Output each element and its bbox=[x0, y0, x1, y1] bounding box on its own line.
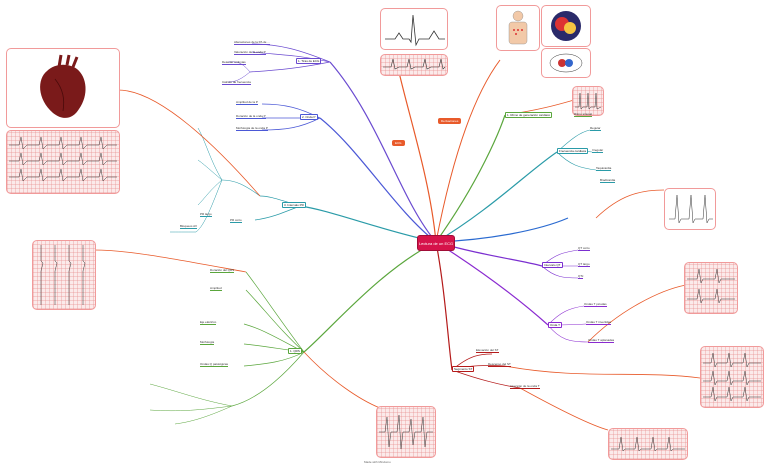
branch-b5-child[interactable]: Inversión de la onda T bbox=[510, 384, 540, 389]
ecg-right-2-card bbox=[700, 346, 764, 408]
branch-b9-child[interactable]: QT corto bbox=[578, 246, 590, 251]
heart-anatomy-card bbox=[6, 48, 120, 128]
ecg-small-card bbox=[572, 86, 604, 116]
branch-b7-label[interactable]: 1. Ritmo de generación cardiaco bbox=[505, 112, 553, 118]
branch-b4-child[interactable]: Duración del QRS bbox=[210, 268, 235, 273]
branch-b5-child[interactable]: Descenso del ST bbox=[488, 362, 511, 367]
ecg-right-1-card bbox=[684, 262, 738, 314]
footer-credit: Made with Mindomo bbox=[364, 460, 391, 464]
branch-b6-label[interactable]: Onda T bbox=[548, 322, 562, 328]
pqrst-wave-icon bbox=[385, 14, 445, 47]
branch-b6-child[interactable]: Ondas T picudas bbox=[584, 302, 607, 307]
branch-b9-child[interactable]: QT largo bbox=[578, 262, 590, 267]
branch-b2-child[interactable]: Duración de la onda P bbox=[236, 114, 266, 119]
ecg-strip-top bbox=[380, 54, 448, 76]
branch-b8-child[interactable]: Bradicardia bbox=[600, 178, 616, 183]
branch-b6-child[interactable]: Ondas T aplanadas bbox=[588, 338, 615, 343]
ecg-waveform-card bbox=[664, 188, 716, 230]
heart-conduction-image bbox=[541, 5, 591, 47]
branch-b8-child[interactable]: Irregular bbox=[592, 148, 604, 153]
branch-b3-label[interactable]: 3. Intervalo PR bbox=[282, 202, 306, 208]
branch-b1-child[interactable]: Alteraciones de la PA de ... bbox=[234, 40, 270, 45]
branch-b4-child[interactable]: Morfología bbox=[200, 340, 215, 345]
marker-chip-left[interactable]: ECG bbox=[392, 140, 405, 146]
branch-b7-child[interactable]: Ritmo sinusal bbox=[574, 112, 593, 117]
branch-b3-child[interactable]: PR largo bbox=[200, 212, 212, 217]
branch-b4-child[interactable]: Ondas Q patológicas bbox=[200, 362, 229, 367]
branch-b3-child[interactable]: Bloqueos AV bbox=[180, 224, 197, 229]
branch-b4-child[interactable]: Amplitud bbox=[210, 286, 222, 291]
marker-chip-right[interactable]: Derivaciones bbox=[438, 118, 462, 124]
ecg-bottom-card bbox=[376, 406, 436, 458]
branch-b2-label[interactable]: 2. Onda P bbox=[300, 114, 318, 120]
branch-b4-label[interactable]: 1. QRS bbox=[288, 348, 302, 354]
branch-b1-child[interactable]: Detectar arritmias bbox=[222, 60, 246, 65]
heart-icon bbox=[40, 54, 86, 118]
wave-diagram-card bbox=[380, 8, 448, 50]
ecg-bottom-right-card bbox=[608, 428, 688, 460]
branch-b3-child[interactable]: PR corto bbox=[230, 218, 242, 223]
branch-b2-child[interactable]: Morfología de la onda P bbox=[236, 126, 268, 131]
branch-b8-child[interactable]: Taquicardia bbox=[596, 166, 612, 171]
branch-b1-child[interactable]: Valoración de la onda P bbox=[234, 50, 266, 55]
branch-b1-child[interactable]: Cálculo de frecuencia bbox=[222, 80, 251, 85]
ecg-12lead-card bbox=[6, 130, 120, 194]
branch-b4-child[interactable]: Eje eléctrico bbox=[200, 320, 217, 325]
branch-b1-label[interactable]: 1. Tiras de ECG bbox=[296, 58, 322, 64]
branch-b9-label[interactable]: Intervalo QT bbox=[542, 262, 563, 268]
leads-diagram-image bbox=[541, 48, 591, 78]
torso-image bbox=[496, 5, 540, 51]
ecg-leads-card bbox=[32, 240, 96, 310]
branch-b8-child[interactable]: Regular bbox=[590, 126, 601, 131]
central-topic[interactable]: Lectura de un ECG bbox=[418, 236, 454, 250]
branch-b6-child[interactable]: Ondas T invertidas bbox=[586, 320, 612, 325]
branch-b9-child[interactable]: QTc bbox=[578, 274, 584, 279]
branch-b2-child[interactable]: Amplitud de la P bbox=[236, 100, 258, 105]
branch-b8-label[interactable]: Frecuencia cardiaca bbox=[557, 148, 589, 154]
branch-b5-label[interactable]: Segmento ST bbox=[452, 366, 475, 372]
branch-b5-child[interactable]: Elevación del ST bbox=[476, 348, 499, 353]
